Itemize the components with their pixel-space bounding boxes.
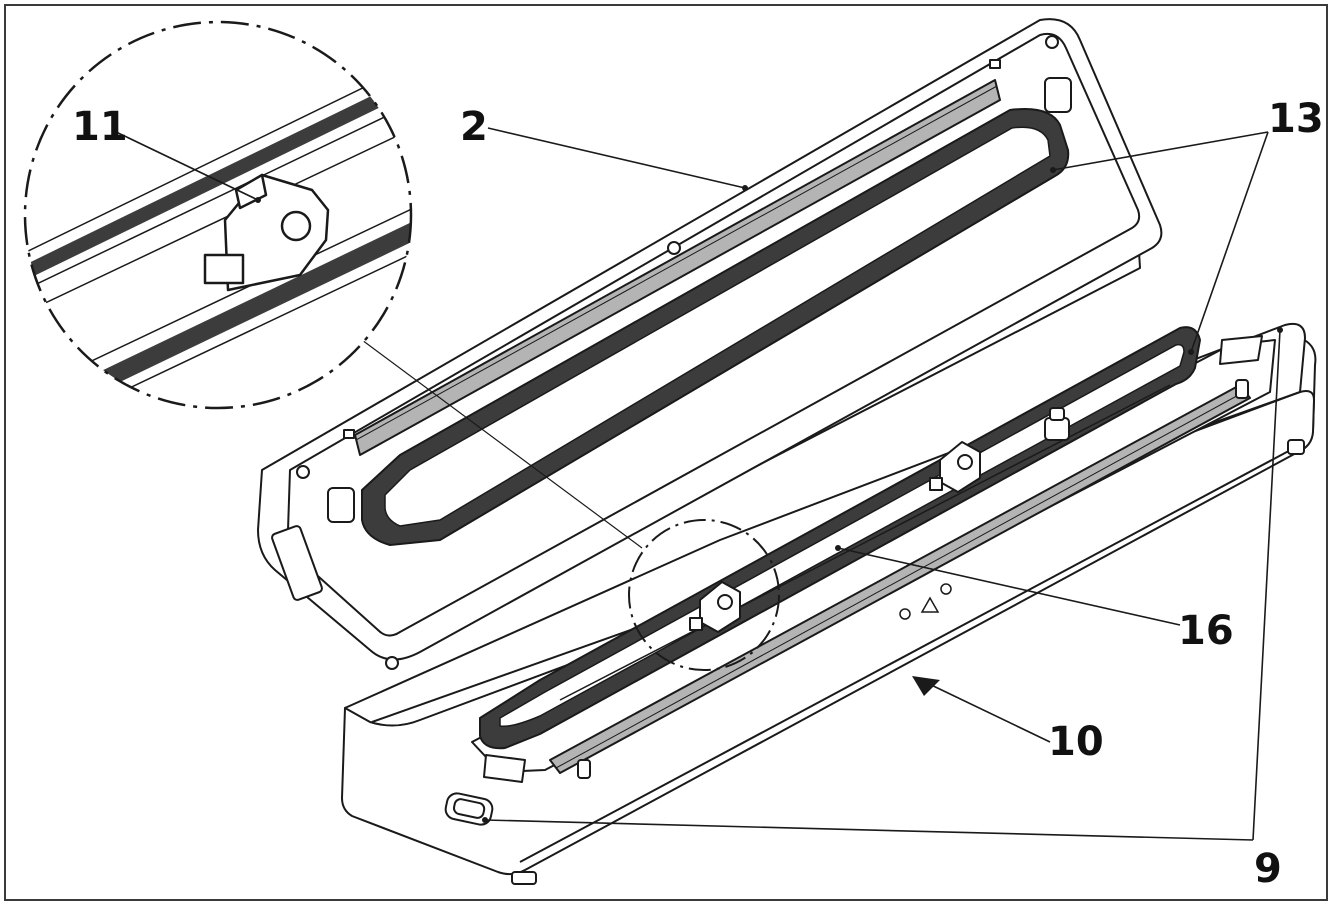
leader-13b <box>1190 131 1269 353</box>
callout-13: 13 <box>1268 96 1324 142</box>
lid-latch <box>1044 77 1072 113</box>
foot-right <box>1287 439 1305 455</box>
leader-9b <box>1252 329 1281 841</box>
warning-symbols <box>899 583 952 620</box>
leader-2 <box>487 127 746 189</box>
zoom-connector <box>361 339 643 549</box>
slot-left <box>483 754 526 783</box>
base-gasket <box>479 326 1201 750</box>
leader-lines <box>111 127 1281 841</box>
leader-11 <box>111 129 259 201</box>
leader-dots <box>255 167 1283 823</box>
leader-13a <box>1052 131 1269 171</box>
callout-11: 11 <box>72 104 128 150</box>
leader-16 <box>837 547 1181 626</box>
callout-2: 2 <box>460 104 488 150</box>
zoom-circle <box>23 20 413 410</box>
foot-left <box>511 871 537 885</box>
leader-9a <box>484 819 1254 841</box>
vacuum-nozzle <box>1044 407 1070 441</box>
lid-handle <box>271 525 323 601</box>
bag-clip-left <box>689 581 741 633</box>
lid <box>257 18 1163 670</box>
arrowhead-10 <box>912 676 940 696</box>
zoom-source-circle <box>628 519 780 671</box>
slot-right <box>1219 335 1263 365</box>
callout-16: 16 <box>1178 608 1234 654</box>
callout-10: 10 <box>1048 719 1104 765</box>
leader-10 <box>924 681 1051 743</box>
bag-clip-right <box>929 441 981 493</box>
zoom-bag-clip <box>203 173 330 292</box>
callout-9: 9 <box>1254 846 1282 892</box>
heating-strip <box>549 379 1251 779</box>
